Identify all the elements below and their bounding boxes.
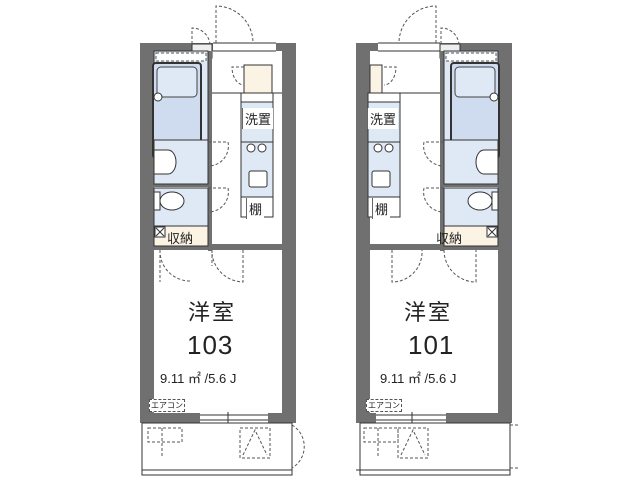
room-number: 103 [187,330,234,360]
closet-label: 収納 [167,232,194,247]
room-number: 101 [408,330,455,360]
floor-plan-drawing [356,5,520,476]
laundry-space-label: 洗置 [367,108,399,129]
room-type-label: 洋室 [404,301,453,326]
shelf-label: 棚 [246,198,265,219]
floor-plan-unit-103: 洗置 棚 収納 洋室 103 9.11 ㎡ /5.6 J エアコン [140,5,305,476]
aircon-label: エアコン [149,399,185,412]
room-area: 9.11 ㎡ /5.6 J [380,371,457,386]
floor-plan-unit-101: 洗置 棚 収納 洋室 101 9.11 ㎡ /5.6 J エアコン [316,0,632,480]
floor-plan-drawing [140,5,305,476]
shelf-label: 棚 [372,198,391,219]
aircon-label: エアコン [366,399,402,412]
laundry-space-label: 洗置 [242,108,274,129]
room-area: 9.11 ㎡ /5.6 J [160,371,237,386]
room-type-label: 洋室 [188,301,237,326]
closet-label: 収納 [436,232,463,247]
